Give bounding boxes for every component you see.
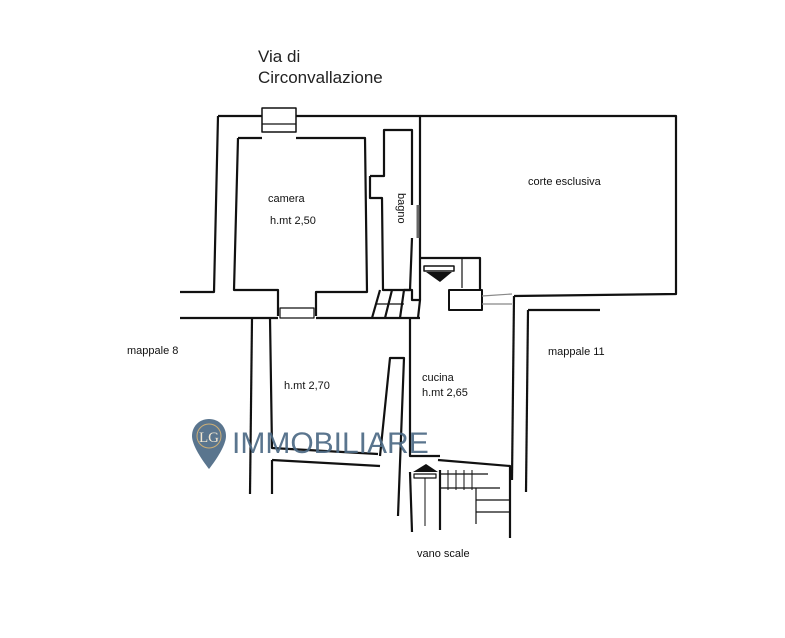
street-label: Via di Circonvallazione xyxy=(258,46,383,88)
watermark: LG IMMOBILIARE xyxy=(190,417,429,471)
wall-outer-left xyxy=(180,115,220,294)
room-bagno-name: bagno xyxy=(395,193,407,224)
room-cucina-height: h.mt 2,65 xyxy=(422,387,468,399)
window-top xyxy=(261,107,297,133)
street-line2: Circonvallazione xyxy=(258,68,383,87)
room-vano-scale-name: vano scale xyxy=(417,548,470,560)
room-cucina-name: cucina xyxy=(422,372,454,384)
map-pin-logo-icon: LG xyxy=(192,419,226,469)
wall-bagno xyxy=(370,128,414,205)
wall-corte xyxy=(420,114,678,298)
room-ingresso-height: h.mt 2,70 xyxy=(284,380,330,392)
logo-letters: LG xyxy=(199,430,219,446)
room-camera-height: h.mt 2,50 xyxy=(270,215,316,227)
neighbor-right-label: mappale 11 xyxy=(548,346,605,358)
street-line1: Via di xyxy=(258,47,301,66)
room-camera-name: camera xyxy=(268,193,305,205)
watermark-text: IMMOBILIARE xyxy=(232,427,429,460)
room-corte-name: corte esclusiva xyxy=(528,176,601,188)
neighbor-left-label: mappale 8 xyxy=(127,345,179,357)
